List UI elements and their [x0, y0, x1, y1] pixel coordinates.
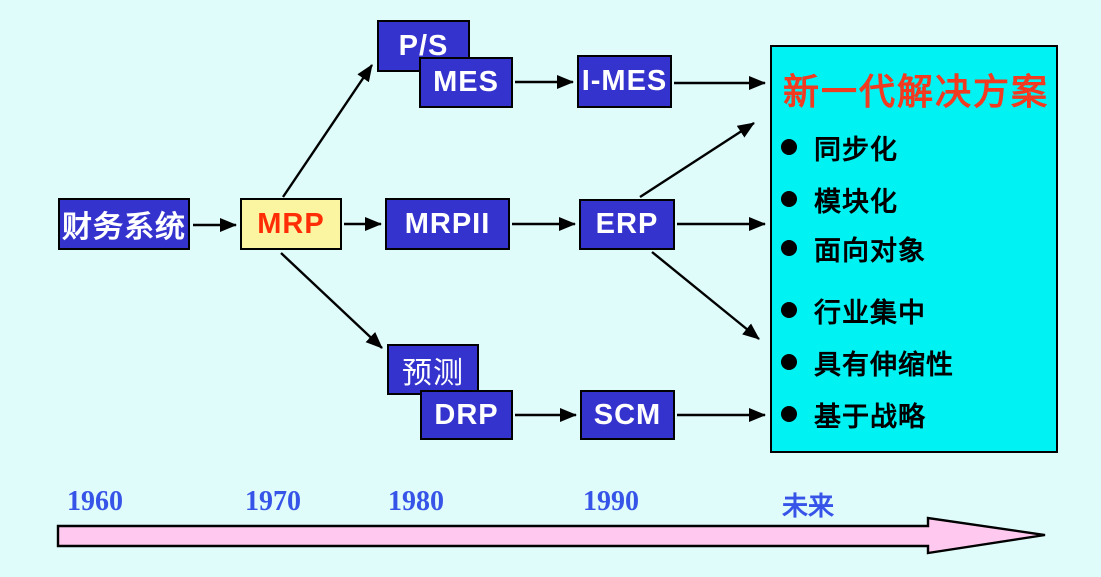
bullet-label: 具有伸缩性 — [814, 349, 954, 380]
timeline-arrow — [56, 516, 1046, 555]
arrow-erp-down — [651, 251, 760, 340]
solution-bullet-item: 具有伸缩性 — [772, 347, 954, 380]
timeline-label-1980: 1980 — [388, 486, 444, 517]
timeline-label-1990: 1990 — [583, 486, 639, 517]
solution-bullet-item: 行业集中 — [772, 295, 926, 328]
solution-panel: 新一代解决方案 同步化 模块化 面向对象 行业集中 具有伸缩性 基于战略 — [770, 45, 1058, 453]
node-forecast: 预测 — [387, 344, 479, 395]
bullet-dot-icon — [781, 354, 797, 370]
solution-bullet-item: 基于战略 — [772, 399, 926, 432]
solution-bullet-item: 模块化 — [772, 184, 898, 217]
node-mrpii: MRPII — [385, 198, 510, 250]
bullet-label: 基于战略 — [814, 401, 926, 432]
bullet-dot-icon — [781, 302, 797, 318]
bullet-dot-icon — [781, 240, 797, 256]
node-finance-system: 财务系统 — [58, 198, 190, 250]
node-mes: MES — [419, 57, 513, 108]
node-mrp: MRP — [240, 198, 342, 250]
solution-panel-title: 新一代解决方案 — [783, 72, 1050, 112]
bullet-dot-icon — [781, 139, 797, 155]
bullet-label: 模块化 — [814, 186, 898, 217]
bullet-label: 同步化 — [814, 134, 898, 165]
bullet-dot-icon — [781, 406, 797, 422]
bullet-label: 行业集中 — [814, 297, 926, 328]
bullet-label: 面向对象 — [814, 235, 926, 266]
timeline-label-future: 未来 — [781, 492, 835, 521]
solution-bullet-item: 同步化 — [772, 132, 898, 165]
bullet-dot-icon — [781, 191, 797, 207]
node-scm: SCM — [580, 390, 675, 440]
node-drp: DRP — [420, 390, 513, 440]
arrow-erp-up — [639, 121, 755, 199]
solution-bullet-item: 面向对象 — [772, 233, 926, 266]
arrow-mrp-to-forecast — [280, 252, 383, 349]
node-imes: I-MES — [577, 55, 672, 108]
arrow-mrp-to-ps — [282, 64, 373, 198]
timeline-label-1960: 1960 — [67, 486, 123, 517]
node-erp: ERP — [579, 199, 675, 250]
timeline-label-1970: 1970 — [245, 486, 301, 517]
